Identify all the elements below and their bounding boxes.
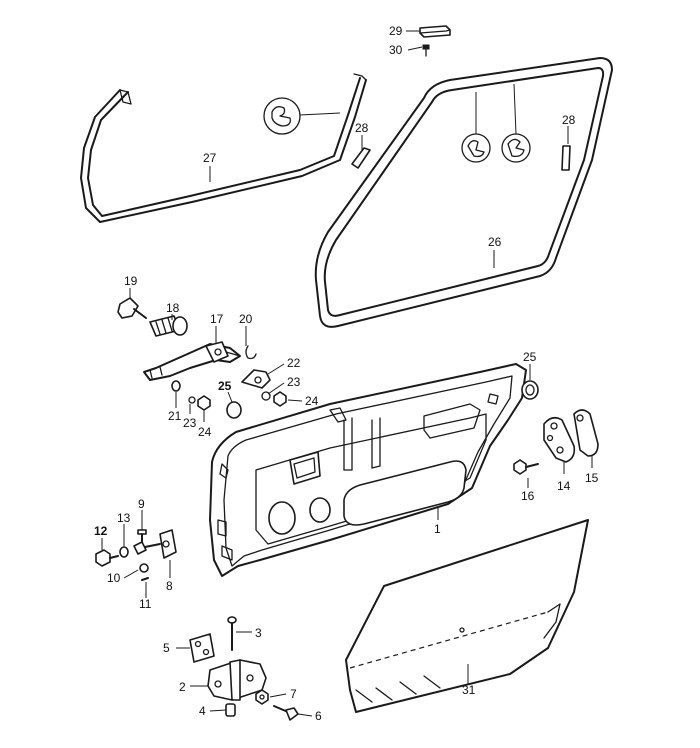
callout-24-lower: 24 (198, 425, 212, 439)
part-10-washer (139, 563, 149, 573)
part-28-clip-right (561, 145, 571, 171)
callout-14: 14 (557, 479, 571, 493)
callout-24-upper: 24 (305, 394, 319, 408)
part-14-plate (543, 416, 576, 463)
callout-19: 19 (124, 274, 138, 288)
callout-21: 21 (168, 409, 182, 423)
part-24-nut-lower (197, 395, 211, 411)
callout-25-left: 25 (218, 379, 232, 393)
part-2-hinge (207, 659, 267, 701)
callout-4: 4 (199, 704, 206, 718)
part-13-washer (119, 546, 129, 558)
callout-30: 30 (389, 43, 403, 57)
part-17-door-handle (143, 341, 241, 381)
callout-20: 20 (239, 312, 253, 326)
part-18-lock-cylinder (149, 315, 188, 337)
callout-5: 5 (163, 641, 170, 655)
callout-11: 11 (139, 597, 152, 611)
callout-23-lower: 23 (183, 416, 197, 430)
callout-15: 15 (585, 471, 599, 485)
part-7-nut (255, 689, 269, 705)
callout-1: 1 (434, 522, 441, 536)
part-15-cover (573, 409, 599, 457)
callout-6: 6 (315, 709, 322, 723)
part-5-plate (189, 633, 215, 663)
part-27-seal (80, 73, 367, 223)
callout-22: 22 (287, 356, 301, 370)
part-25-plug-left (226, 401, 242, 419)
part-26-window-seal (314, 57, 613, 328)
part-25-plug-right (521, 380, 539, 400)
callout-2: 2 (179, 680, 186, 694)
callout-7: 7 (290, 687, 297, 701)
callout-31: 31 (462, 683, 476, 697)
callout-27: 27 (203, 151, 217, 165)
part-16-screw (513, 459, 539, 475)
part-1-door-shell (209, 363, 527, 577)
part-11-pin (141, 577, 149, 581)
callout-13: 13 (117, 511, 131, 525)
part-3-pin (227, 616, 237, 651)
part-6-bolt (273, 705, 299, 721)
callout-labels: 29 30 27 28 28 26 19 18 17 20 22 23 24 2… (94, 24, 599, 723)
leader-lines (101, 30, 593, 717)
part-28-clip-left (351, 147, 371, 169)
callout-26: 26 (488, 235, 502, 249)
part-31-trim-panel (345, 519, 589, 713)
callout-8: 8 (166, 579, 173, 593)
part-19-key (117, 297, 147, 319)
part-4-bushing (225, 703, 236, 717)
callout-3: 3 (255, 626, 262, 640)
callout-16: 16 (521, 489, 535, 503)
callout-17: 17 (210, 312, 224, 326)
part-29-block (419, 25, 451, 38)
callout-29: 29 (389, 24, 403, 38)
part-30-screw (422, 44, 430, 57)
callout-12: 12 (94, 524, 108, 538)
callout-28-right: 28 (562, 113, 576, 127)
callout-25-right: 25 (523, 350, 537, 364)
callout-23-upper: 23 (287, 375, 301, 389)
part-22-bracket (241, 369, 271, 389)
part-23-washer-lower (188, 396, 196, 404)
callout-9: 9 (138, 497, 145, 511)
part-20-spring (245, 345, 257, 360)
callout-28-left: 28 (355, 121, 369, 135)
part-12-bolt (95, 549, 119, 567)
callout-18: 18 (166, 301, 180, 315)
part-8-door-check (133, 529, 177, 559)
callout-10: 10 (107, 571, 121, 585)
part-21-washer (171, 380, 181, 392)
part-24-nut-upper (273, 391, 287, 407)
part-23-washer-upper (261, 391, 271, 401)
